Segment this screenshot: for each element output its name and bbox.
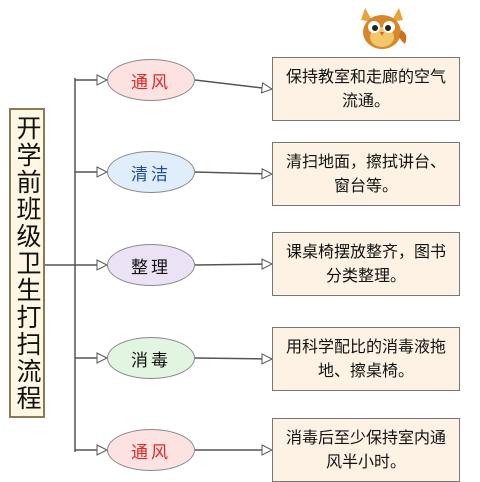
step-detail-box-5: 消毒后至少保持室内通风半小时。 xyxy=(272,418,460,482)
step-detail-box-1: 保持教室和走廊的空气流通。 xyxy=(272,57,460,121)
owl-mascot-icon xyxy=(353,0,411,62)
diagram-title: 开学前班级卫生打扫流程 xyxy=(13,114,42,412)
step-node-4: 消毒 xyxy=(107,337,195,379)
arrow-to-detail-3 xyxy=(194,264,271,265)
step-node-3: 整理 xyxy=(107,244,195,286)
arrow-to-detail-4 xyxy=(194,358,271,359)
step-detail-box-3: 课桌椅摆放整齐，图书分类整理。 xyxy=(272,232,460,296)
step-node-5: 通风 xyxy=(107,429,195,471)
step-node-2: 清洁 xyxy=(107,151,195,193)
arrow-to-detail-2 xyxy=(194,172,271,174)
step-node-1: 通风 xyxy=(107,59,195,101)
diagram-title-box: 开学前班级卫生打扫流程 xyxy=(9,108,45,418)
step-detail-box-2: 清扫地面，擦拭讲台、窗台等。 xyxy=(272,142,460,206)
arrow-to-detail-1 xyxy=(194,79,271,89)
step-detail-box-4: 用科学配比的消毒液拖地、擦桌椅。 xyxy=(272,327,460,391)
